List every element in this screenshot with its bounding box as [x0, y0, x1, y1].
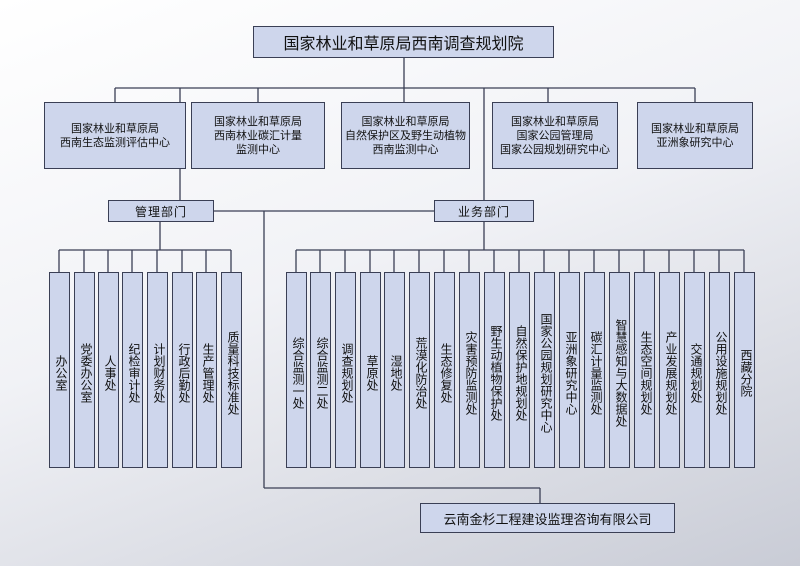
dept-box: 生产管理处	[196, 272, 217, 468]
dept-box: 综合监测一处	[286, 272, 307, 468]
dept-box: 国家公园规划研究中心	[534, 272, 555, 468]
dept-box: 草原处	[360, 272, 381, 468]
title-label: 国家林业和草原局西南调查规划院	[283, 34, 524, 53]
dept-box: 综合监测二处	[310, 272, 331, 468]
dept-box: 灾害预防监测处	[459, 272, 480, 468]
dept-box: 计划财务处	[147, 272, 168, 468]
dept-box: 交通规划处	[684, 272, 705, 468]
dept-box: 调查规划处	[335, 272, 356, 468]
category-business-label: 业务部门	[457, 204, 510, 219]
center-box-carbon-sink: 国家林业和草原局 西南林业碳汇计量 监测中心	[191, 102, 325, 169]
dept-box: 生态修复处	[434, 272, 455, 468]
center-box-ecology-monitoring: 国家林业和草原局 西南生态监测评估中心	[44, 102, 186, 169]
dept-box: 西藏分院	[734, 272, 755, 468]
dept-box: 智慧感知与大数据处	[609, 272, 630, 468]
dept-box: 纪检审计处	[122, 272, 143, 468]
dept-box: 碳汇计量监测处	[584, 272, 605, 468]
dept-box: 生态空间规划处	[634, 272, 655, 468]
company-label: 云南金杉工程建设监理咨询有限公司	[443, 512, 652, 528]
dept-box: 野生动植物保护处	[484, 272, 505, 468]
dept-box: 质量科技标准处	[221, 272, 242, 468]
dept-box: 公用设施规划处	[709, 272, 730, 468]
dept-box: 办公室	[49, 272, 70, 468]
dept-box: 亚洲象研究中心	[559, 272, 580, 468]
center-box-national-park: 国家林业和草原局 国家公园管理局 国家公园规划研究中心	[492, 102, 618, 169]
dept-box: 党委办公室	[74, 272, 95, 468]
center-box-asian-elephant: 国家林业和草原局 亚洲象研究中心	[637, 102, 753, 169]
category-business: 业务部门	[434, 200, 534, 222]
category-management: 管理部门	[108, 200, 214, 222]
dept-box: 人事处	[98, 272, 119, 468]
category-management-label: 管理部门	[134, 204, 187, 219]
dept-box: 产业发展规划处	[659, 272, 680, 468]
dept-box: 自然保护地规划处	[509, 272, 530, 468]
dept-box: 湿地处	[384, 272, 405, 468]
title-box: 国家林业和草原局西南调查规划院	[253, 26, 554, 58]
center-box-nature-reserve: 国家林业和草原局 自然保护区及野生动植物 西南监测中心	[341, 102, 470, 169]
dept-box: 行政后勤处	[172, 272, 193, 468]
company-box: 云南金杉工程建设监理咨询有限公司	[420, 503, 675, 533]
dept-box: 荒漠化防治处	[409, 272, 430, 468]
